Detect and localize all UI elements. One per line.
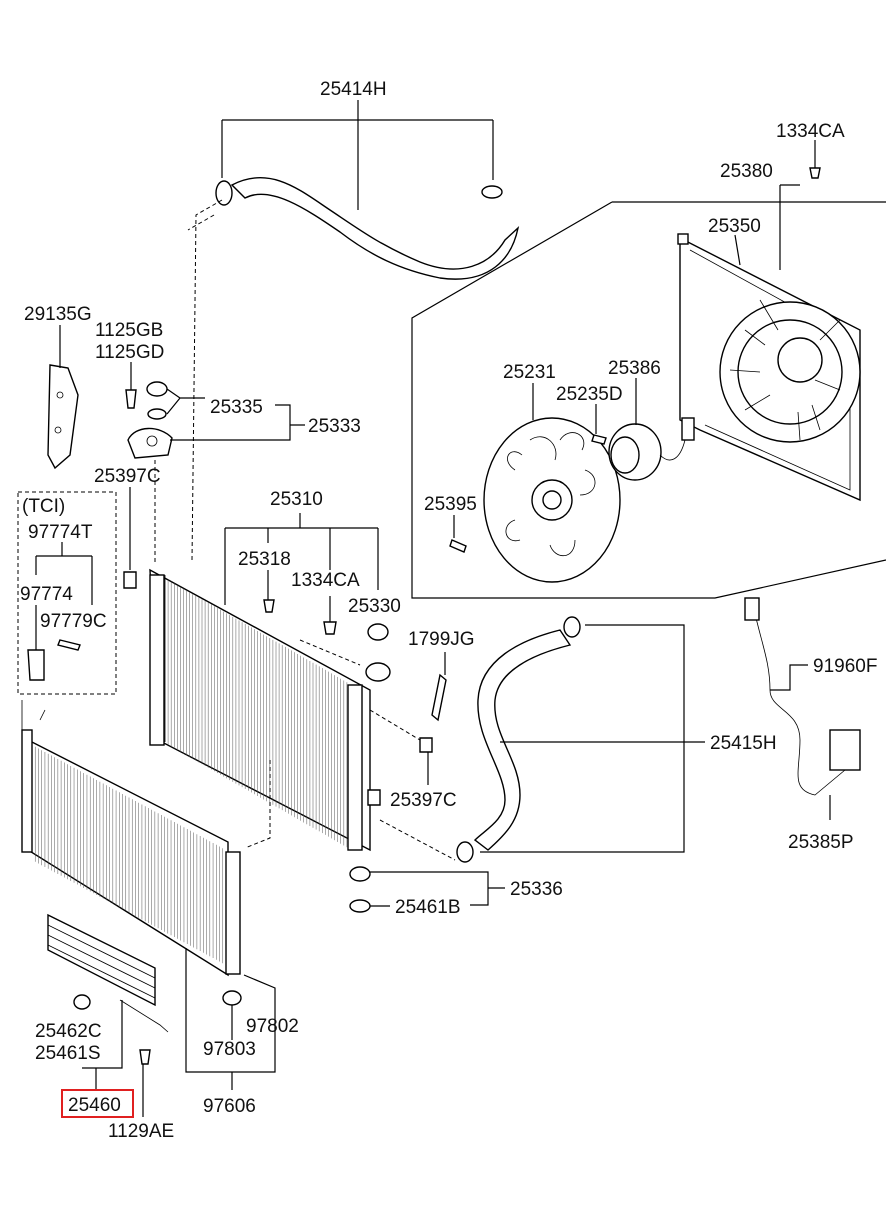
sensor-97774[interactable] (27, 649, 45, 681)
bolt-1334CA-top[interactable] (809, 167, 821, 179)
label-1334CA-top[interactable]: 1334CA (776, 121, 845, 142)
label-25385P[interactable]: 25385P (788, 832, 854, 853)
label-25386[interactable]: 25386 (608, 358, 661, 379)
leader-25460 (82, 1000, 123, 1090)
label-25350[interactable]: 25350 (708, 216, 761, 237)
leader-25310 (224, 513, 379, 605)
hose-connection-dashed (187, 199, 223, 561)
bolt-1129AE[interactable] (139, 1049, 151, 1065)
mount-bracket-25333[interactable] (127, 427, 173, 459)
cap-25330[interactable] (365, 623, 391, 682)
label-1125GD[interactable]: 1125GD (95, 342, 164, 363)
label-91960F[interactable]: 91960F (813, 656, 877, 677)
leader-25414H (221, 100, 494, 210)
leader-25350 (734, 234, 741, 266)
label-29135G[interactable]: 29135G (24, 304, 92, 325)
wiring-harness[interactable] (744, 597, 861, 796)
leader-25380 (779, 184, 800, 270)
lower-radiator-hose[interactable] (456, 616, 581, 863)
label-25397C-mid[interactable]: 25397C (390, 790, 457, 811)
label-25318[interactable]: 25318 (238, 549, 291, 570)
highlight-box-25460 (61, 1089, 134, 1118)
leader-25335 (166, 388, 205, 415)
label-1125GB[interactable]: 1125GB (95, 320, 163, 341)
upper-radiator-hose[interactable] (215, 176, 520, 280)
part-labels: 25414H 1334CA 25380 25350 29135G 1125GB … (20, 79, 877, 1142)
leader-97774T (35, 542, 93, 605)
screw-25395[interactable] (449, 539, 467, 553)
label-25336[interactable]: 25336 (510, 879, 563, 900)
leader-25415H (480, 624, 705, 853)
radiator[interactable] (149, 568, 371, 852)
label-97774[interactable]: 97774 (20, 584, 73, 605)
label-25330[interactable]: 25330 (348, 596, 401, 617)
screw-25235D[interactable] (591, 434, 607, 445)
bolt-1125GB[interactable] (125, 389, 137, 409)
clip-97779C[interactable] (57, 639, 81, 651)
grommet-25462C[interactable] (73, 994, 91, 1010)
pin-25318[interactable] (263, 599, 275, 613)
fan-shroud[interactable] (677, 233, 861, 502)
oil-cooler-25460[interactable] (47, 913, 169, 1033)
label-1799JG[interactable]: 1799JG (408, 629, 475, 650)
label-25333[interactable]: 25333 (308, 416, 361, 437)
bushing-97803[interactable] (222, 990, 242, 1006)
label-25460[interactable]: 25460 (68, 1095, 121, 1116)
clamp-1799JG[interactable] (431, 673, 447, 722)
label-25462C[interactable]: 25462C (35, 1021, 102, 1042)
label-25395[interactable]: 25395 (424, 494, 477, 515)
clip-25397C-top[interactable] (123, 571, 137, 589)
label-1129AE[interactable]: 1129AE (108, 1121, 174, 1142)
label-25310[interactable]: 25310 (270, 489, 323, 510)
condenser-dashed (244, 760, 271, 849)
radiator-dashed-right (369, 709, 456, 861)
label-25461S[interactable]: 25461S (35, 1043, 101, 1064)
label-25380[interactable]: 25380 (720, 161, 773, 182)
leader-91960F (770, 664, 808, 691)
leader-25336 (370, 871, 505, 907)
label-97606[interactable]: 97606 (203, 1096, 256, 1117)
label-97803[interactable]: 97803 (203, 1039, 256, 1060)
mount-insulator-25336[interactable] (349, 866, 371, 913)
label-25335[interactable]: 25335 (210, 397, 263, 418)
nut-1334CA-mid[interactable] (323, 621, 337, 635)
bracket-29135G[interactable] (47, 364, 79, 470)
fan-motor[interactable] (608, 417, 695, 481)
label-25461B[interactable]: 25461B (395, 897, 461, 918)
cap-dashed (299, 639, 361, 666)
leader-97606 (185, 948, 276, 1090)
leader-25333 (170, 404, 305, 441)
label-25397C-top[interactable]: 25397C (94, 466, 161, 487)
label-97802[interactable]: 97802 (246, 1016, 299, 1037)
clip-25397C-mid[interactable] (367, 737, 433, 806)
grommet-25335[interactable] (146, 381, 168, 420)
label-tci: (TCI) (22, 496, 65, 517)
ac-condenser[interactable] (21, 700, 241, 977)
label-97774T[interactable]: 97774T (28, 522, 93, 543)
label-97779C[interactable]: 97779C (40, 611, 107, 632)
label-25231[interactable]: 25231 (503, 362, 556, 383)
fan-assembly-frame (411, 201, 886, 599)
label-25235D[interactable]: 25235D (556, 384, 623, 405)
label-25415H[interactable]: 25415H (710, 733, 777, 754)
label-1334CA-mid[interactable]: 1334CA (291, 570, 360, 591)
fan-blade[interactable] (483, 417, 621, 583)
tci-box (17, 491, 117, 695)
label-25414H[interactable]: 25414H (320, 79, 387, 100)
